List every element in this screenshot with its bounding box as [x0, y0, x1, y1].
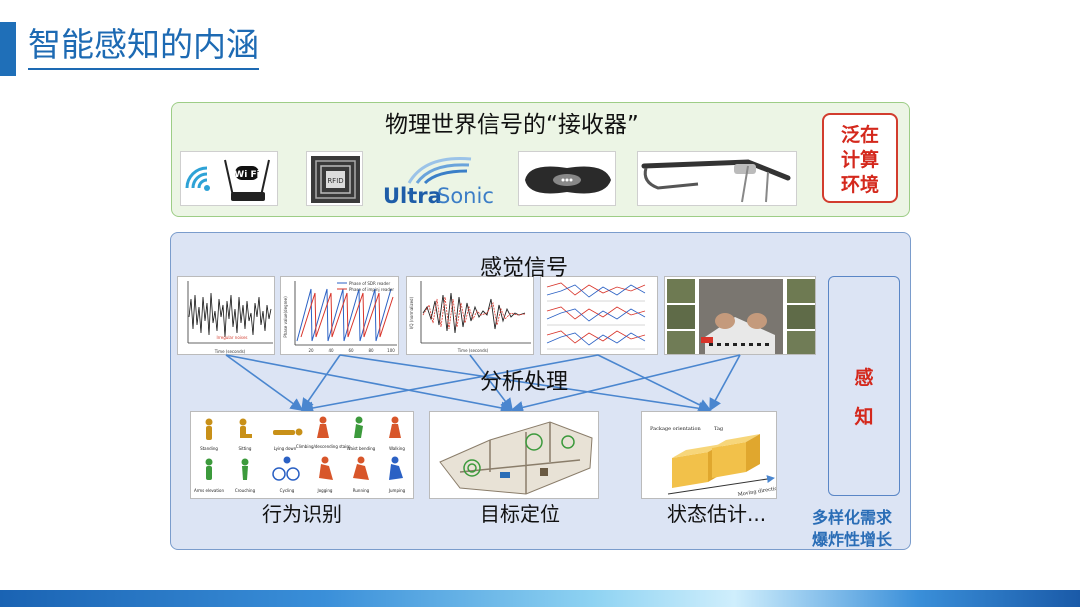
wristband-icon — [525, 166, 611, 194]
app-label-state-estimation: 状态估计... — [667, 502, 767, 526]
ubiquitous-computing-box: 泛在 计算 环境 — [822, 113, 898, 203]
ubiq-line-1: 泛在 — [840, 124, 879, 146]
wifi-router-icon: Wi Fi — [185, 159, 270, 201]
act-label-1: Standing — [200, 446, 218, 451]
smart-glasses-image — [637, 151, 797, 206]
perception-char-1: 感 — [854, 367, 874, 389]
page-title: 智能感知的内涵 — [28, 22, 259, 70]
chart1-xlabel: Time (seconds) — [214, 349, 246, 354]
receiver-title: 物理世界信号的“接收器” — [385, 112, 639, 138]
signal-chart-1: Irregular noises Time (seconds) — [177, 276, 275, 355]
chart2-ylabel: Phase value(degree) — [283, 296, 288, 338]
ubiq-line-2: 计算 — [840, 149, 879, 171]
chart2-xtick-1: 20 — [308, 348, 314, 353]
localization-floorplan-image — [429, 411, 599, 499]
act-label-6: Walking — [389, 446, 405, 451]
act-label-8: Crouching — [235, 488, 256, 493]
act-label-11: Running — [353, 488, 370, 493]
rfid-text: RFID — [327, 177, 343, 185]
act-label-5: Waist bending — [347, 446, 376, 451]
chart2-xtick-5: 100 — [387, 348, 395, 353]
ultrasonic-logo: Ultra Sonic — [381, 151, 498, 206]
ubiq-line-3: 环境 — [840, 174, 879, 196]
wristband-image — [518, 151, 616, 206]
chart2-xtick-4: 80 — [368, 348, 374, 353]
perception-char-2: 知 — [854, 406, 874, 428]
perception-box — [828, 276, 900, 496]
state-tag-label: Tag — [714, 426, 724, 432]
video-frames-thumbnail — [664, 276, 816, 355]
act-label-12: Jumping — [388, 488, 406, 493]
state-estimation-image: Package orientation Tag Moving direction — [641, 411, 777, 499]
app-label-localization: 目标定位 — [480, 502, 560, 526]
analysis-label: 分析处理 — [480, 370, 569, 395]
state-direction-label: Moving direction — [737, 485, 777, 498]
smart-glasses-icon — [641, 159, 791, 203]
app-label-activity: 行为识别 — [262, 502, 342, 526]
signal-chart-2: Phase of SDR reader Phase of impinj read… — [280, 276, 399, 355]
chart2-legend-1: Phase of SDR reader — [349, 281, 390, 286]
act-label-4: Climbing/descending stairs — [296, 444, 350, 449]
ultrasonic-text-a: Ultra — [383, 184, 442, 206]
chart2-legend-2: Phase of impinj reader — [349, 287, 394, 292]
demand-line-1: 多样化需求 — [812, 508, 893, 527]
activity-recognition-image: Standing Sitting Lying down Climbing/des… — [190, 411, 414, 499]
signal-chart-3: Time (seconds) I/Q (normalized) — [406, 276, 534, 355]
chart1-note: Irregular noises — [216, 335, 247, 340]
chart3-ylabel: I/Q (normalized) — [409, 296, 414, 329]
act-label-10: Jogging — [317, 488, 333, 493]
act-label-7: Arms elevation — [194, 488, 225, 493]
ultrasonic-text-b: Sonic — [437, 184, 494, 206]
wifi-router-image: Wi Fi — [180, 151, 278, 206]
title-accent-bar — [0, 22, 16, 76]
rfid-chip-icon: RFID — [311, 156, 360, 203]
rfid-tag-image: RFID — [306, 151, 363, 206]
chart2-xtick-3: 60 — [348, 348, 354, 353]
wifi-text: Wi Fi — [234, 170, 259, 180]
act-label-3: Lying down — [274, 446, 297, 451]
act-label-2: Sitting — [239, 446, 252, 451]
demand-line-2: 爆炸性增长 — [812, 530, 893, 549]
bottom-gradient-bar — [0, 590, 1080, 607]
act-label-9: Cycling — [280, 488, 295, 493]
chart3-xlabel: Time (seconds) — [457, 348, 489, 353]
sensing-signal-label: 感觉信号 — [480, 256, 569, 281]
state-package-label: Package orientation — [650, 426, 701, 432]
ultrasonic-wave-icon: Ultra Sonic — [383, 157, 494, 206]
chart2-xtick-2: 40 — [328, 348, 334, 353]
signal-chart-4 — [540, 276, 658, 355]
